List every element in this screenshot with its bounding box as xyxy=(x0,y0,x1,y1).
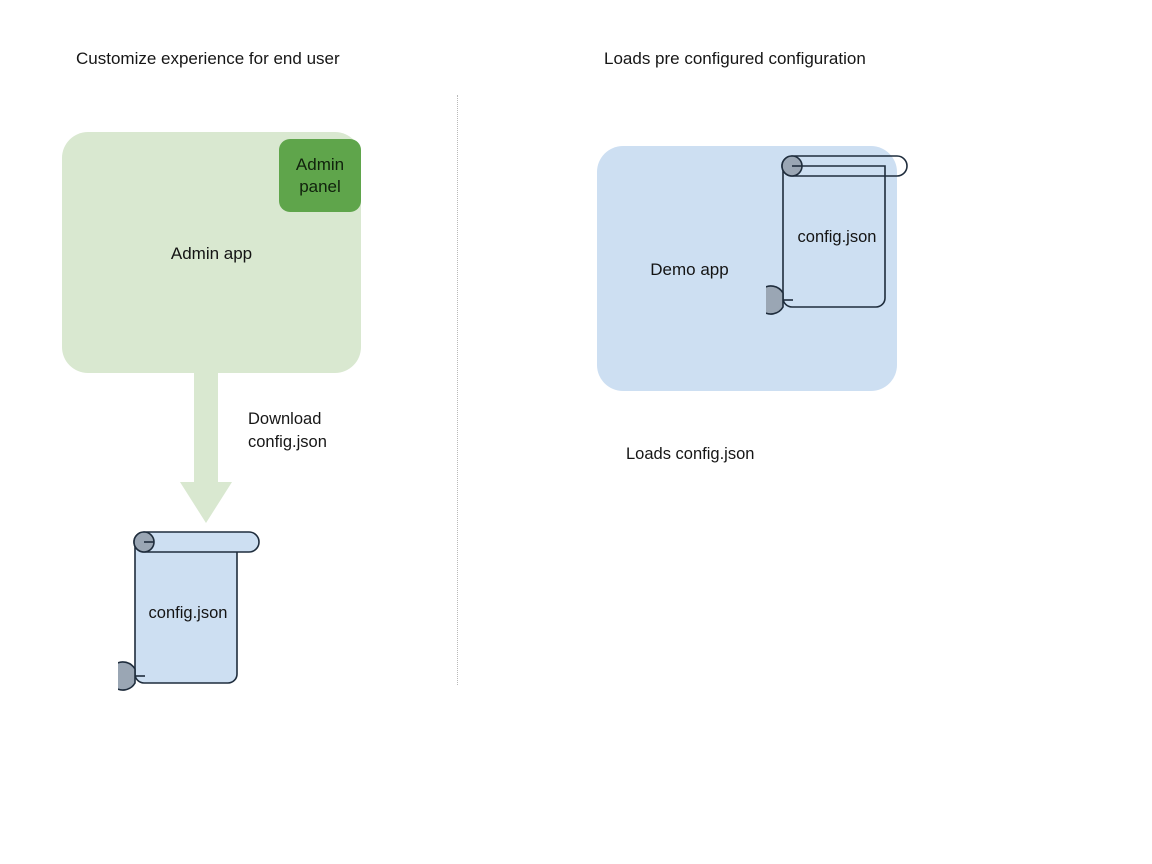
demo-app-label: Demo app xyxy=(650,260,729,279)
loads-config-caption: Loads config.json xyxy=(626,445,755,463)
panel-divider xyxy=(457,95,458,685)
right-panel-title: Loads pre configured configuration xyxy=(604,49,866,68)
config-json-document-left[interactable] xyxy=(118,524,270,696)
config-json-document-right-label: config.json xyxy=(797,228,877,246)
admin-panel-label: Admin panel xyxy=(295,154,345,196)
config-json-document-left-label: config.json xyxy=(148,604,228,622)
admin-panel-box[interactable]: Admin panel xyxy=(279,139,361,212)
download-arrow-label: Download config.json xyxy=(248,408,327,453)
left-panel-title: Customize experience for end user xyxy=(76,49,340,68)
download-arrow-label-line2: config.json xyxy=(248,432,327,451)
admin-app-label: Admin app xyxy=(170,244,253,263)
download-arrow-icon xyxy=(180,370,232,523)
demo-app-box[interactable] xyxy=(597,146,897,391)
download-arrow-label-line1: Download xyxy=(248,410,322,428)
config-json-document-right[interactable] xyxy=(766,148,918,320)
